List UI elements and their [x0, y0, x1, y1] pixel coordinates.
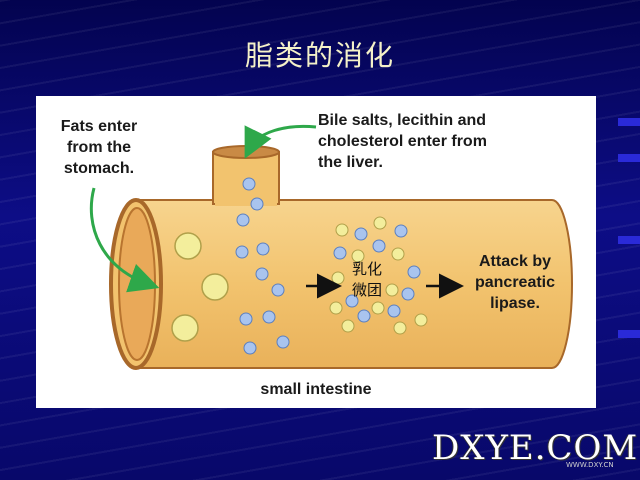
micelle-particle	[401, 287, 415, 301]
micelle-particle	[333, 246, 347, 260]
watermark-url: WWW.DXY.CN	[566, 461, 614, 469]
micelle-particle	[371, 301, 385, 315]
fats-entry-arrow	[89, 187, 160, 293]
micelle-particle	[351, 249, 365, 263]
label-fats-enter: Fats enter from the stomach.	[60, 118, 138, 177]
bile-salt	[262, 310, 276, 324]
intestine-diagram	[89, 124, 573, 370]
bile-duct-opening	[212, 145, 280, 159]
diagram-panel: Fats enter from the stomach. Bile salts,…	[36, 96, 596, 408]
slide-title: 脂类的消化	[244, 39, 395, 72]
micelle-particle	[357, 309, 371, 323]
micelle-particle	[414, 313, 428, 327]
bile-salt	[250, 197, 264, 211]
micelle-particle	[373, 216, 387, 230]
micelle-particle	[407, 265, 421, 279]
fat-globule	[201, 273, 229, 301]
bile-salt	[256, 242, 270, 256]
label-small-intestine: small intestine	[260, 381, 372, 398]
bile-salt	[255, 267, 269, 281]
micelle-particle	[393, 321, 407, 335]
decor-bar	[618, 154, 640, 162]
micelle-particle	[335, 223, 349, 237]
micelle-particle	[372, 239, 386, 253]
micelle-particle	[345, 294, 359, 308]
fat-globule	[171, 314, 199, 342]
bile-entry-arrow	[244, 124, 317, 159]
bile-salt	[271, 283, 285, 297]
micelle-particle	[385, 283, 399, 297]
micelle-particle	[331, 271, 345, 285]
label-micelle: 乳化 微团	[352, 260, 383, 299]
bile-salt	[243, 341, 257, 355]
label-lipase-attack: Attack by pancreatic lipase.	[474, 253, 556, 312]
bile-salt	[235, 245, 249, 259]
bile-salt	[276, 335, 290, 349]
micelle-particle	[354, 227, 368, 241]
decor-bar	[618, 118, 640, 126]
micelle-particle	[341, 319, 355, 333]
bile-salt	[236, 213, 250, 227]
watermark-logo: DXYE.COM	[432, 428, 639, 468]
intestine-tube	[135, 199, 573, 369]
decor-bar	[618, 330, 640, 338]
decor-bar	[618, 236, 640, 244]
micelle-particle	[394, 224, 408, 238]
micelle-particle	[391, 247, 405, 261]
bile-salt	[242, 177, 256, 191]
micelle-particle	[329, 301, 343, 315]
label-bile-salts: Bile salts, lecithin and cholesterol ent…	[318, 112, 487, 171]
micelle-particle	[387, 304, 401, 318]
bile-salt	[239, 312, 253, 326]
fat-globule	[174, 232, 202, 260]
